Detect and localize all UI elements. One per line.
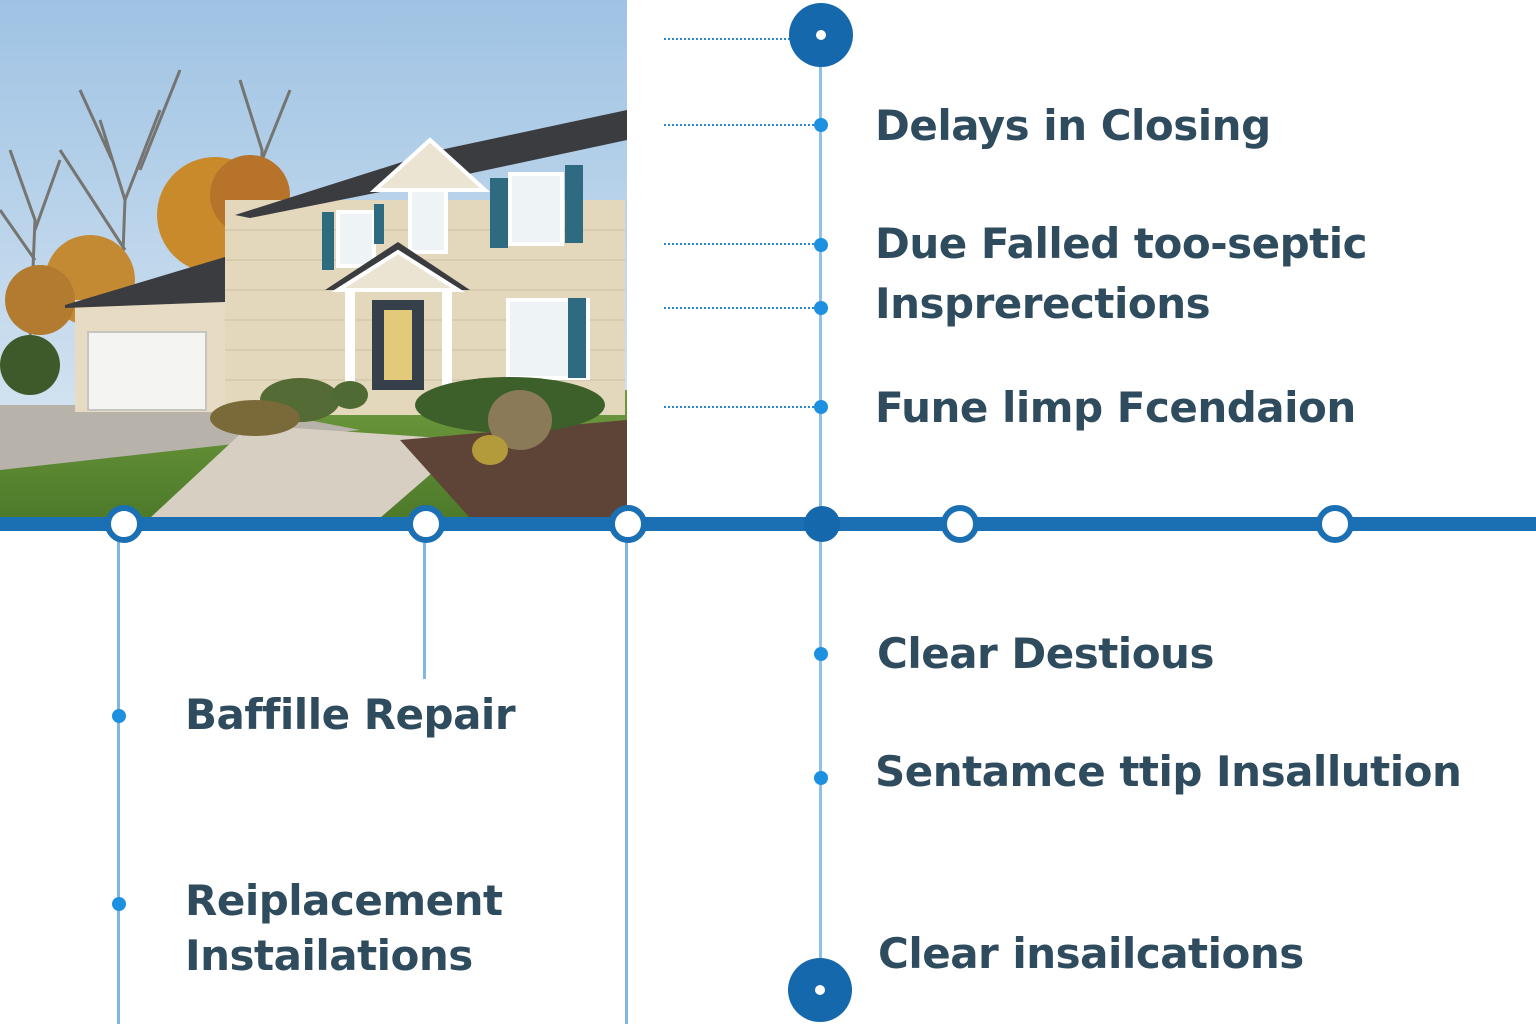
branch-dot [814, 771, 828, 785]
label-inspections: Insprerections [875, 279, 1211, 328]
timeline-node [941, 505, 979, 543]
label-fune-limp: Fune limp Fcendaion [875, 383, 1356, 432]
label-sentamce-installation: Sentamce ttip Insallution [875, 747, 1462, 796]
branch-dot [814, 118, 828, 132]
short-branch-line [423, 524, 426, 679]
label-installations: Instailations [185, 931, 473, 980]
label-clear-destious: Clear Destious [877, 629, 1214, 678]
label-replacement: Reiplacement [185, 876, 503, 925]
branch-dot [814, 647, 828, 661]
leader-line [664, 243, 814, 245]
branch-dot [814, 301, 828, 315]
branch-dot [112, 709, 126, 723]
leader-line [664, 38, 790, 40]
branch-start-node [789, 3, 853, 67]
timeline-node [1316, 505, 1354, 543]
leader-line [664, 307, 814, 309]
upper-branch-line [819, 35, 822, 525]
branch-dot [112, 897, 126, 911]
house-photo [0, 0, 627, 518]
left-branch-line [117, 524, 120, 1024]
branch-end-node [788, 958, 852, 1022]
leader-line [664, 124, 814, 126]
label-delays-in-closing: Delays in Closing [875, 101, 1271, 150]
label-due-failed-septic: Due Falled too-septic [875, 219, 1368, 268]
label-clear-insailcations: Clear insailcations [878, 929, 1304, 978]
timeline-node [609, 505, 647, 543]
leader-line [664, 406, 814, 408]
lower-right-branch-line [819, 524, 822, 994]
label-baffle-repair: Baffille Repair [185, 690, 516, 739]
middle-branch-line [625, 524, 628, 1024]
timeline-node-active [804, 506, 840, 542]
timeline-node [105, 505, 143, 543]
timeline-axis [0, 517, 1536, 531]
timeline-node [407, 505, 445, 543]
branch-dot [814, 400, 828, 414]
branch-dot [814, 238, 828, 252]
